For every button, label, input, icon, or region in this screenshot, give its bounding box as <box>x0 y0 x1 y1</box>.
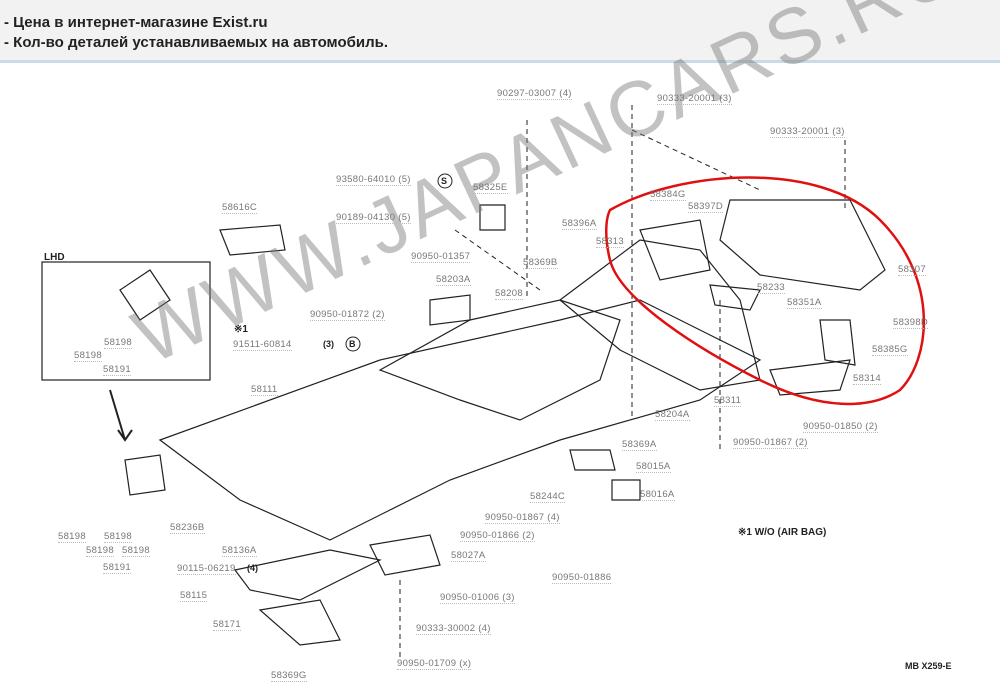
part-label: 90950-01850 (2) <box>803 421 878 433</box>
part-label: 58171 <box>213 619 241 631</box>
part-label: 58191 <box>103 364 131 376</box>
part-label: 58198 <box>104 337 132 349</box>
part-label: 58027A <box>451 550 486 562</box>
part-label: 58203A <box>436 274 471 286</box>
part-label: 90950-01872 (2) <box>310 309 385 321</box>
part-label: 90333-20001 (3) <box>770 126 845 138</box>
part-label: 90950-01886 <box>552 572 612 584</box>
star-mark: ※1 <box>234 324 248 335</box>
part-label: 90950-01006 (3) <box>440 592 515 604</box>
quantity-note: - Кол-во деталей устанавливаемых на авто… <box>4 34 389 51</box>
part-label: 58198 <box>122 545 150 557</box>
part-label: 93580-64010 (5) <box>336 174 411 186</box>
part-label: 90950-01709 (x) <box>397 658 472 670</box>
part-label: 90950-01357 <box>411 251 471 263</box>
b-mark: B <box>349 339 356 349</box>
part-label: 58204A <box>655 409 690 421</box>
quantity: (3) <box>323 339 334 349</box>
part-label: 90950-01867 (2) <box>733 437 808 449</box>
diagram-code: MB X259-E <box>905 661 952 671</box>
part-label: 58198 <box>58 531 86 543</box>
rear-panel-58307 <box>719 199 886 291</box>
quantity: (4) <box>247 563 258 573</box>
part-label: 58313 <box>596 236 624 248</box>
part-label: 90189-04130 (5) <box>336 212 411 224</box>
part-label: 58396A <box>562 218 597 230</box>
part-label: 90950-01867 (4) <box>485 512 560 524</box>
part-label: 90333-30002 (4) <box>416 623 491 635</box>
part-label: 58016A <box>640 489 675 501</box>
part-label: 58233 <box>757 282 785 294</box>
floor-center <box>378 299 621 421</box>
part-label: 58384G <box>650 189 686 201</box>
part-label: 58244C <box>530 491 566 503</box>
part-label: 58208 <box>495 288 523 300</box>
bracket-58616C <box>219 224 286 256</box>
part-label: 90115-06219 <box>177 563 236 575</box>
part-label: 58616C <box>222 202 258 214</box>
part-label: 58385G <box>872 344 908 356</box>
part-label: 58351A <box>787 297 822 309</box>
floor-rear <box>559 239 761 391</box>
part-label: 58369B <box>523 257 558 269</box>
part-label: 58111 <box>251 384 278 396</box>
lhd-label: LHD <box>44 252 65 263</box>
part-label: 58198 <box>104 531 132 543</box>
part-label: 58198 <box>74 350 102 362</box>
part-label: 58311 <box>714 395 742 407</box>
part-label: 58397D <box>688 201 724 213</box>
part-label: 58191 <box>103 562 131 574</box>
part-label: 58314 <box>853 373 881 385</box>
airbag-note: ※1 W/O (AIR BAG) <box>738 527 827 538</box>
part-label: 58369G <box>271 670 307 682</box>
part-label: 58198 <box>86 545 114 557</box>
part-label: 58015A <box>636 461 671 473</box>
bracket-58115 <box>233 549 382 601</box>
part-label: 58369A <box>622 439 657 451</box>
part-label: 91511-60814 <box>233 339 292 351</box>
part-label: 90950-01866 (2) <box>460 530 535 542</box>
part-label: 58236B <box>170 522 205 534</box>
part-label: 58307 <box>898 264 926 276</box>
highlight-circle <box>605 176 926 406</box>
part-label: 58325E <box>473 182 508 194</box>
part-label: 58136A <box>222 545 257 557</box>
floor-pan-front <box>158 299 762 541</box>
page-header: - Цена в интернет-магазине Exist.ru - Ко… <box>0 0 1000 63</box>
part-label: 58398D <box>893 317 929 329</box>
s-mark: S <box>441 176 448 186</box>
lhd-inset-box <box>41 261 211 381</box>
part-label: 90333-20001 (3) <box>657 93 732 105</box>
price-note: - Цена в интернет-магазине Exist.ru <box>4 14 268 31</box>
part-label: 58115 <box>180 590 208 602</box>
part-label: 90297-03007 (4) <box>497 88 572 100</box>
bracket-58027A <box>369 534 441 576</box>
